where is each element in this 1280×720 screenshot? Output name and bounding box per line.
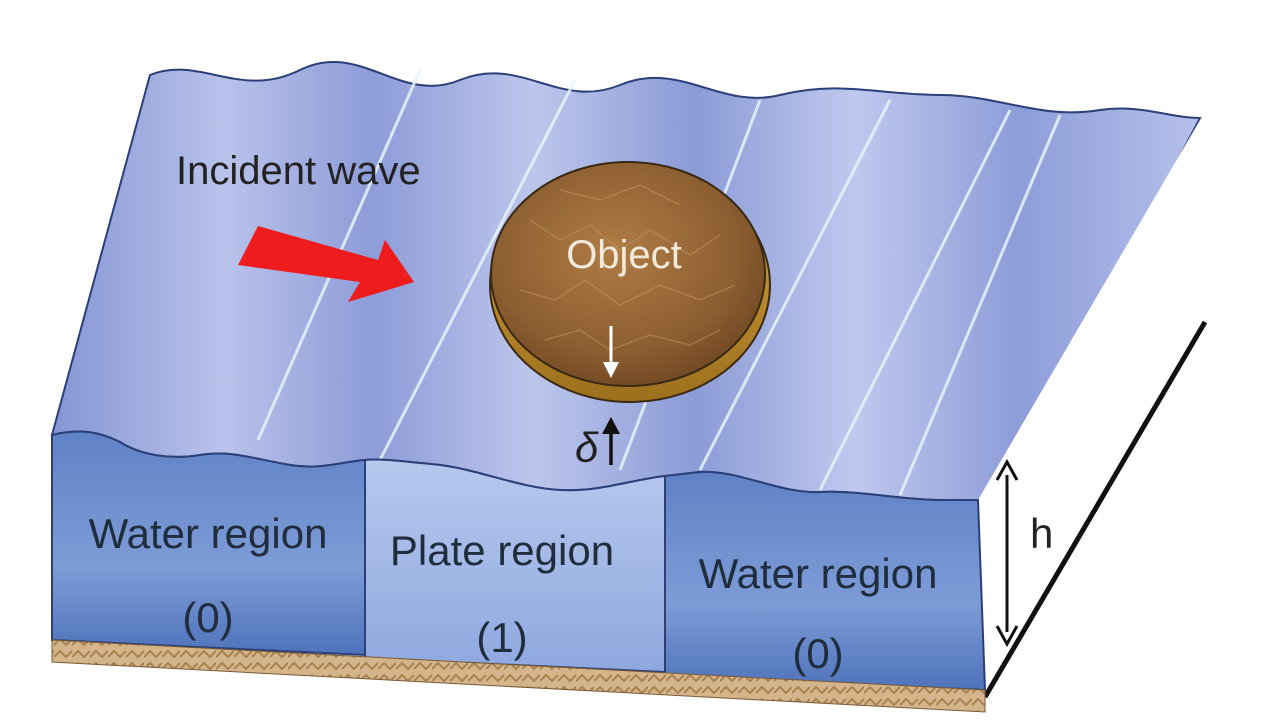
left-region-name: Water region xyxy=(89,510,328,557)
object-label: Object xyxy=(566,233,682,277)
up-arrow-icon xyxy=(602,417,620,465)
water-region-right-block xyxy=(664,470,987,692)
incident-wave-label: Incident wave xyxy=(176,149,421,193)
seabed xyxy=(51,639,986,713)
plate-region-block xyxy=(364,458,666,674)
water-block-right-face xyxy=(978,120,1205,695)
right-region-index: (0) xyxy=(792,630,843,677)
water-region-left-block xyxy=(51,430,366,657)
center-region-index: (1) xyxy=(476,614,527,661)
left-region-index: (0) xyxy=(182,594,233,641)
water-block-right-edge xyxy=(982,320,1208,699)
depth-label: h xyxy=(1030,510,1053,557)
delta-label: δ xyxy=(575,424,599,471)
object xyxy=(489,161,771,403)
down-arrow-icon xyxy=(603,326,619,378)
red-arrow-icon xyxy=(238,226,414,302)
center-region-name: Plate region xyxy=(390,527,614,574)
double-arrow-icon xyxy=(995,458,1019,648)
right-region-name: Water region xyxy=(699,550,938,597)
